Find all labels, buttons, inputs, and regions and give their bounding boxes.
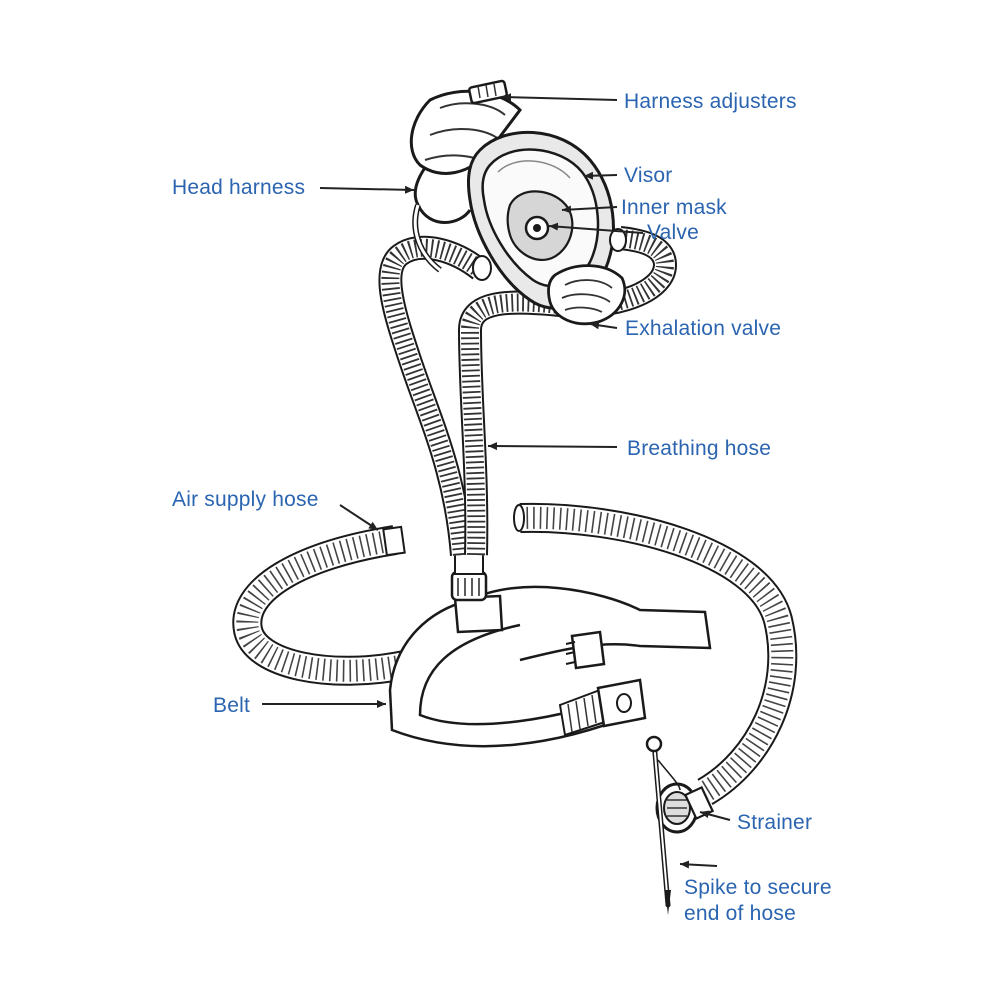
leader-valve <box>548 222 644 234</box>
leader-lines <box>262 93 731 869</box>
leader-harness-adjusters <box>501 93 618 102</box>
label-strainer: Strainer <box>737 811 813 834</box>
strainer <box>655 782 715 834</box>
leader-visor <box>583 171 618 180</box>
label-head-harness: Head harness <box>172 176 306 199</box>
leader-strainer <box>699 810 731 821</box>
hose-connector <box>450 551 488 602</box>
leader-air-supply-hose <box>339 504 379 531</box>
leader-inner-mask <box>561 205 618 214</box>
leader-exhalation-valve <box>589 321 618 330</box>
label-inner-mask: Inner mask <box>621 196 727 219</box>
leader-breathing-hose <box>487 442 618 451</box>
label-visor: Visor <box>624 164 673 187</box>
label-breathing-hose: Breathing hose <box>627 437 772 460</box>
spike <box>645 735 681 915</box>
air-supply-hose <box>232 502 798 805</box>
label-harness-adjusters: Harness adjusters <box>624 90 797 113</box>
label-valve: Valve <box>647 221 699 244</box>
label-exhalation-valve: Exhalation valve <box>625 317 782 340</box>
label-spike: Spike to secure end of hose <box>684 876 832 925</box>
label-air-supply-hose: Air supply hose <box>172 488 319 511</box>
full-face-mask <box>409 79 627 326</box>
leader-spike <box>679 860 718 869</box>
leader-head-harness <box>319 185 415 194</box>
label-belt: Belt <box>213 694 250 717</box>
belt <box>388 585 712 748</box>
